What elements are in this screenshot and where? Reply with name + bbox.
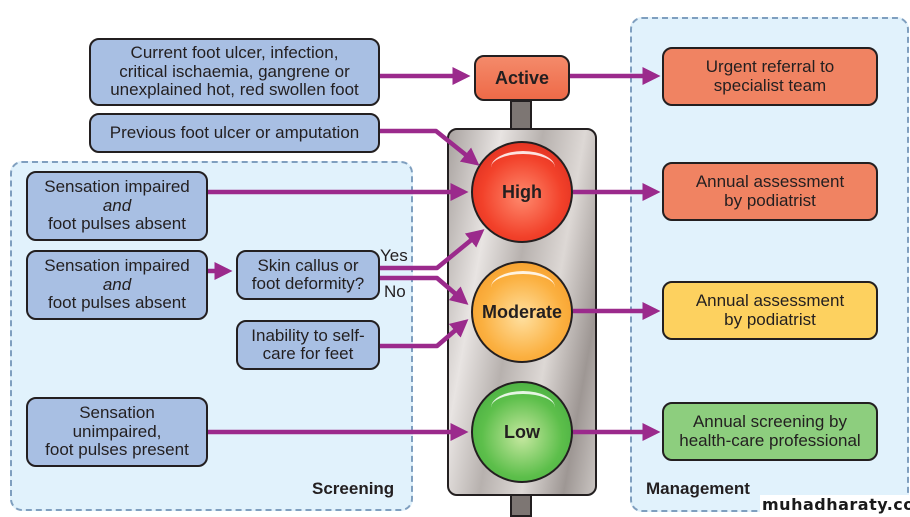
input-sensation-impaired-high: Sensation impaired and foot pulses absen… (26, 171, 208, 241)
screening-label: Screening (312, 479, 395, 498)
management-high-annual-assessment: Annual assessment by podiatrist (662, 162, 878, 221)
management-low-annual-screening: Annual screening by health-care professi… (662, 402, 878, 461)
input-sensation-unimpaired: Sensation unimpaired, foot pulses presen… (26, 397, 208, 467)
management-label: Management (646, 479, 750, 498)
text-line: specialist team (713, 75, 827, 95)
text-line: Sensation (79, 403, 155, 423)
risk-moderate-label: Moderate (481, 301, 562, 322)
text-line: Previous foot ulcer or amputation (109, 122, 360, 142)
traffic-light-top-stem (510, 100, 532, 130)
text-line: Inability to self- (251, 325, 365, 345)
text-line: health-care professional (679, 430, 861, 450)
branch-no-label: No (384, 282, 406, 301)
watermark-text: muhadharaty.com (760, 495, 910, 514)
conjunction-text: and (102, 274, 132, 294)
text-line: Current foot ulcer, infection, (130, 43, 339, 63)
text-line: Sensation impaired (44, 177, 190, 197)
traffic-light-bottom-stem (510, 494, 532, 517)
text-line: foot pulses present (45, 440, 189, 460)
input-self-care: Inability to self- care for feet (236, 320, 380, 370)
management-urgent-referral: Urgent referral to specialist team (662, 47, 878, 106)
risk-moderate-light: Moderate (471, 261, 573, 363)
text-line: Skin callus or (257, 255, 359, 275)
management-moderate-annual-assessment: Annual assessment by podiatrist (662, 281, 878, 340)
conjunction-text: and (102, 195, 132, 215)
text-line: Sensation impaired (44, 256, 190, 276)
text-line: foot pulses absent (48, 293, 186, 313)
text-line: unimpaired, (72, 421, 162, 441)
risk-active: Active (474, 55, 570, 101)
input-sensation-impaired-moderate: Sensation impaired and foot pulses absen… (26, 250, 208, 320)
text-line: Annual assessment (695, 172, 845, 191)
risk-low-label: Low (504, 421, 540, 442)
branch-yes-label: Yes (380, 246, 408, 265)
text-line: Annual screening by (692, 412, 848, 431)
text-line: critical ischaemia, gangrene or (119, 61, 350, 81)
text-line: unexplained hot, red swollen foot (110, 80, 359, 100)
text-line: foot pulses absent (48, 214, 186, 234)
risk-active-label: Active (494, 67, 550, 88)
input-current-foot-ulcer: Current foot ulcer, infection, critical … (89, 38, 380, 106)
risk-low-light: Low (471, 381, 573, 483)
risk-high-label: High (502, 181, 542, 202)
text-line: care for feet (262, 344, 354, 363)
question-callus-deformity: Skin callus or foot deformity? (236, 250, 380, 300)
text-line: Urgent referral to (705, 57, 835, 76)
risk-high-light: High (471, 141, 573, 243)
input-previous-ulcer: Previous foot ulcer or amputation (89, 113, 380, 153)
text-line: foot deformity? (251, 274, 365, 293)
text-line: Annual assessment (695, 291, 845, 310)
text-line: by podiatrist (724, 309, 816, 329)
text-line: by podiatrist (724, 190, 816, 210)
